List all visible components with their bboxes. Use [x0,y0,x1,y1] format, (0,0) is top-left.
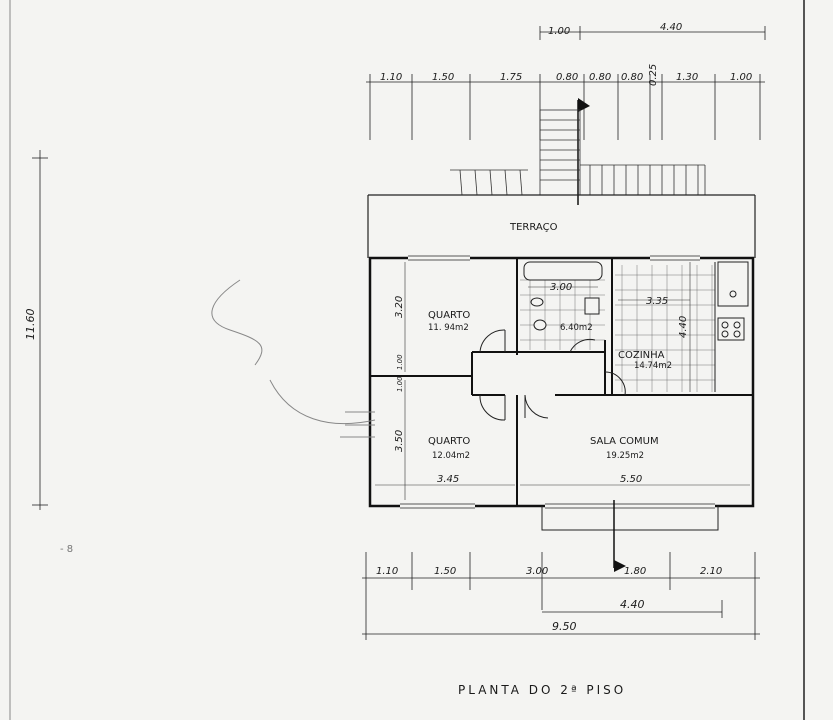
dim-bottom1-c: 3.00 [526,566,548,577]
left-dimension-line [32,150,48,510]
pencil-annotation [211,279,376,438]
dim-top1-b: 4.40 [660,22,682,33]
interior-walls [370,258,753,506]
dim-inner-e: 5.50 [620,474,642,485]
room-quarto-2: QUARTO [428,436,470,447]
exterior-walls [368,256,755,508]
dim-inner-f: 3.20 [394,296,405,318]
dim-bottom1-a: 1.10 [376,566,398,577]
dim-inner-a: 3.00 [550,282,572,293]
margin-note: - 8 [60,544,73,555]
room-sala-area: 19.25m2 [606,451,644,461]
room-cozinha-area: 14.74m2 [634,361,672,371]
dim-inner-g: 1.00 [396,354,404,370]
dim-bottom3: 9.50 [552,620,577,633]
room-quarto-1-area: 11. 94m2 [428,323,469,333]
section-marker-top [577,98,590,205]
dim-bottom1-d: 1.80 [624,566,646,577]
dim-top2-h: 1.30 [676,72,698,83]
dim-inner-h: 1.00 [396,376,404,392]
dim-inner-d: 3.45 [437,474,459,485]
bathroom-fixtures [523,261,603,331]
room-quarto-2-area: 12.04m2 [432,451,470,461]
room-cozinha: COZINHA [618,350,665,361]
dim-top2-g: 0.25 [648,64,659,86]
dim-inner-b: 3.35 [646,296,668,307]
bottom-dimension-lines [362,552,760,640]
kitchen-counters [714,261,749,392]
room-sala: SALA COMUM [590,436,659,447]
dim-left-total: 11.60 [24,309,37,341]
room-terraco: TERRAÇO [509,222,558,233]
room-quarto-1: QUARTO [428,310,470,321]
dim-bottom1-b: 1.50 [434,566,456,577]
kitchen-tile-grid [615,265,715,392]
dim-bottom2: 4.40 [620,598,645,611]
door-swings [479,329,626,421]
section-marker-bottom [613,500,626,572]
dim-top2-d: 0.80 [556,72,578,83]
room-bath-area: 6.40m2 [560,323,593,333]
dim-top2-a: 1.10 [380,72,402,83]
dim-top2-c: 1.75 [500,72,522,83]
terrace-outline [367,194,756,258]
plan-title: PLANTA DO 2ª PISO [458,683,626,697]
window-sashes [400,255,715,509]
inner-dimension-lines [375,262,750,500]
window-openings [400,256,715,508]
dim-inner-c: 4.40 [678,316,689,338]
dim-top2-i: 1.00 [730,72,752,83]
dim-top2-b: 1.50 [432,72,454,83]
balcony [541,506,719,531]
top-dimension-lines [366,26,766,140]
dim-top2-e: 0.80 [589,72,611,83]
dim-bottom1-e: 2.10 [700,566,722,577]
dim-top1-a: 1.00 [548,26,570,37]
dim-top2-f: 0.80 [621,72,643,83]
dim-inner-i: 3.50 [394,430,405,452]
